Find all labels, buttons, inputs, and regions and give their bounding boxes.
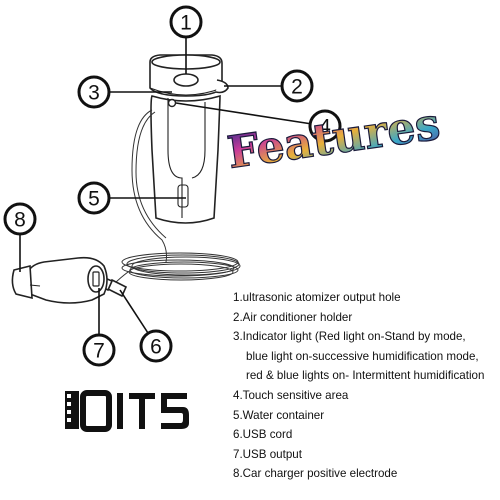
callout-1: 1 bbox=[169, 5, 203, 39]
legend-item-3-continued-1: blue light on-successive humidification … bbox=[246, 349, 479, 363]
callout-2-number: 2 bbox=[291, 76, 303, 99]
callout-1-number: 1 bbox=[180, 12, 192, 35]
callout-4-number: 4 bbox=[319, 116, 331, 139]
callout-5-number: 5 bbox=[88, 188, 100, 211]
callout-8: 8 bbox=[3, 202, 37, 236]
legend-item-7: 7.USB output bbox=[233, 447, 302, 461]
usb-port-icon bbox=[92, 271, 100, 287]
legend-item-5: 5.Water container bbox=[233, 408, 325, 422]
brand-logo bbox=[65, 390, 189, 432]
legend-item-8: 8.Car charger positive electrode bbox=[233, 467, 398, 481]
callout-5: 5 bbox=[77, 181, 111, 215]
usb-cord-coil bbox=[113, 252, 241, 285]
callout-6-number: 6 bbox=[150, 336, 162, 359]
indicator-light-icon bbox=[167, 98, 177, 108]
callout-3: 3 bbox=[77, 75, 111, 109]
humidifier-device bbox=[131, 54, 229, 263]
leader-lines bbox=[19, 38, 313, 338]
feature-legend: 1.ultrasonic atomizer output hole 2.Air … bbox=[233, 288, 500, 484]
legend-item-3-continued-2: red & blue lights on- Intermittent humid… bbox=[246, 369, 485, 383]
atomizer-hole-icon bbox=[173, 73, 199, 87]
callout-7-number: 7 bbox=[93, 340, 105, 363]
callout-2: 2 bbox=[280, 69, 314, 103]
callout-4: 4 bbox=[308, 109, 342, 143]
car-charger bbox=[11, 256, 108, 304]
callout-7: 7 bbox=[82, 333, 116, 367]
features-title: Features bbox=[224, 99, 443, 179]
callout-3-number: 3 bbox=[88, 82, 100, 105]
legend-item-2: 2.Air conditioner holder bbox=[233, 310, 353, 324]
legend-item-6: 6.USB cord bbox=[233, 428, 293, 442]
legend-item-3: 3.Indicator light (Red light on-Stand by… bbox=[233, 330, 466, 344]
callout-8-number: 8 bbox=[14, 209, 26, 232]
callouts: 1 2 3 4 5 6 7 8 bbox=[3, 5, 342, 367]
legend-item-1: 1.ultrasonic atomizer output hole bbox=[233, 291, 401, 304]
legend-item-4: 4.Touch sensitive area bbox=[233, 388, 349, 402]
callout-6: 6 bbox=[139, 329, 173, 363]
